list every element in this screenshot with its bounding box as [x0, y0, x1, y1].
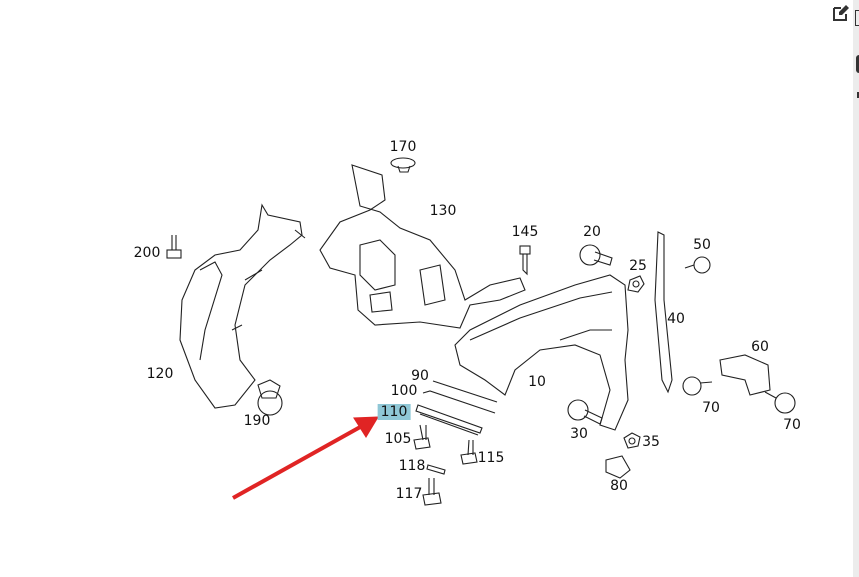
edit-icon[interactable]: [832, 4, 850, 22]
part-105-screw: [413, 424, 431, 450]
label-190: 190: [243, 413, 271, 429]
part-170-clip: [390, 157, 416, 173]
label-30: 30: [570, 426, 588, 442]
label-120: 120: [146, 366, 174, 382]
part-118-pin: [426, 464, 446, 475]
part-80-nut: [605, 455, 631, 479]
part-120-wheel-liner: [179, 203, 303, 409]
part-10-fender: [454, 274, 629, 431]
part-70-bolt-a: [682, 376, 713, 396]
label-100: 100: [390, 383, 418, 399]
label-130: 130: [429, 203, 457, 219]
part-115-screw: [460, 439, 478, 465]
pointer-arrow-line: [232, 424, 363, 500]
label-105: 105: [384, 431, 412, 447]
label-110-highlighted: 110: [377, 404, 411, 420]
label-200: 200: [133, 245, 161, 261]
label-40: 40: [667, 311, 685, 327]
panel-box-icon: [855, 10, 859, 26]
panel-glyph: [857, 92, 859, 98]
part-100-strip: [422, 390, 496, 414]
part-70-bolt-b: [764, 391, 796, 414]
label-70: 70: [783, 417, 801, 433]
part-145-screw: [519, 245, 531, 276]
part-30-bolt: [567, 399, 603, 425]
label-25: 25: [629, 258, 647, 274]
label-35: 35: [642, 434, 660, 450]
label-80: 80: [610, 478, 628, 494]
side-panel-edge: [853, 0, 859, 577]
part-40-strip: [654, 231, 673, 394]
label-115: 115: [477, 450, 505, 466]
label-20: 20: [583, 224, 601, 240]
label-50: 50: [693, 237, 711, 253]
part-200-screw: [166, 235, 182, 259]
label-90: 90: [411, 368, 429, 384]
part-90-strip: [432, 380, 498, 403]
label-118: 118: [398, 458, 426, 474]
label-10: 10: [528, 374, 546, 390]
part-130-liner: [319, 164, 526, 329]
part-117-screw: [422, 478, 442, 506]
label-145: 145: [511, 224, 539, 240]
label-70: 70: [702, 400, 720, 416]
part-110-strip: [415, 404, 483, 434]
part-190-clip: [257, 379, 283, 416]
label-60: 60: [751, 339, 769, 355]
panel-glyph: [856, 55, 859, 73]
part-50-bolt: [684, 256, 711, 274]
part-60-bracket: [719, 354, 771, 396]
pointer-arrow-head: [353, 416, 379, 439]
part-25-nut: [627, 275, 645, 293]
label-117: 117: [395, 486, 423, 502]
part-35-nut: [623, 432, 641, 449]
label-170: 170: [389, 139, 417, 155]
part-20-bolt: [579, 244, 613, 266]
